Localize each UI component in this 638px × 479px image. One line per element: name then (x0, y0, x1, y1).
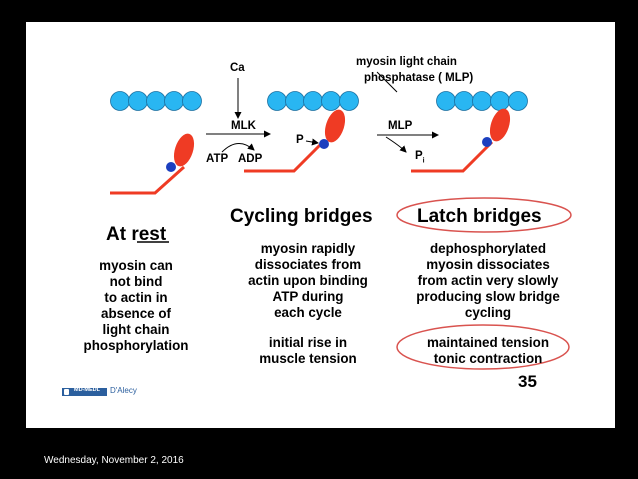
actin-chain-cycling (267, 91, 359, 111)
slide (26, 22, 615, 428)
p-pointer-arrow (305, 138, 319, 146)
latch-tension: maintained tension tonic contraction (406, 335, 570, 367)
slide-number: 35 (518, 372, 537, 391)
actin-bead (303, 91, 323, 111)
latch-line: producing slow bridge (416, 289, 560, 304)
actin-bead (454, 91, 474, 111)
cycling-title: Cycling bridges (230, 206, 373, 227)
logo (62, 388, 107, 396)
rest-line: phosphorylation (83, 338, 189, 353)
actin-chain-rest (110, 91, 202, 111)
cycling-description: myosin rapidly dissociates from actin up… (228, 241, 388, 321)
actin-bead (146, 91, 166, 111)
mlp-name-line2: phosphatase ( MLP) (364, 72, 474, 84)
cycling-line: initial rise in (268, 335, 348, 350)
actin-bead (321, 91, 341, 111)
rest-line: not bind (109, 274, 163, 289)
latch-description: dephosphorylated myosin dissociates from… (406, 241, 570, 321)
cycling-line: muscle tension (259, 351, 357, 366)
actin-bead (472, 91, 492, 111)
phosphate-site (166, 162, 176, 172)
actin-bead (508, 91, 528, 111)
logo-mark-icon (64, 389, 69, 395)
pi-release-arrow (385, 136, 407, 153)
mlp-pointer-line (376, 71, 398, 93)
latch-tension-ellipse (396, 324, 570, 370)
myosin-head (489, 108, 511, 142)
rest-line: light chain (102, 322, 170, 337)
rest-title: At rest (106, 224, 167, 245)
cycling-line: dissociates from (254, 257, 362, 272)
rest-line: to actin in (104, 290, 168, 305)
mlk-label: MLK (231, 120, 256, 132)
atp-adp-arrow (221, 143, 255, 153)
latch-line: from actin very slowly (417, 273, 559, 288)
myosin-latch (411, 108, 511, 173)
latch-title: Latch bridges (417, 206, 542, 227)
myosin-head (173, 133, 195, 167)
phosphate-site (319, 139, 329, 149)
adp-label: ADP (238, 153, 263, 165)
actin-bead (339, 91, 359, 111)
myosin-head (324, 109, 346, 143)
actin-chain-latch (436, 91, 528, 111)
rest-line: myosin can (99, 258, 173, 273)
latch-line: myosin dissociates (426, 257, 550, 272)
mlp-label: MLP (388, 120, 413, 132)
actin-bead (436, 91, 456, 111)
myosin-cycling (244, 109, 346, 173)
actin-bead (128, 91, 148, 111)
cycling-line: each cycle (274, 305, 342, 320)
p-label: P (296, 134, 304, 146)
cycling-tension: initial rise in muscle tension (228, 335, 388, 367)
latch-line: dephosphorylated (429, 241, 547, 256)
myosin-rest (110, 133, 195, 195)
footer-date: Wednesday, November 2, 2016 (44, 455, 184, 466)
atp-label: ATP (206, 153, 229, 165)
actin-bead (164, 91, 184, 111)
logo-text: MD-MEDL (74, 387, 100, 393)
mlp-name-line1: myosin light chain (356, 56, 457, 68)
credit-text: D'Alecy (110, 386, 137, 395)
actin-bead (182, 91, 202, 111)
cycling-line: myosin rapidly (260, 241, 356, 256)
actin-bead (285, 91, 305, 111)
latch-line: maintained tension (426, 335, 550, 350)
ca-label: Ca (230, 62, 245, 74)
latch-line: cycling (464, 305, 512, 320)
actin-bead (110, 91, 130, 111)
cycling-line: ATP during (272, 289, 344, 304)
latch-line: tonic contraction (433, 351, 543, 366)
latch-title-ellipse (396, 197, 572, 233)
actin-bead (490, 91, 510, 111)
cycling-line: actin upon binding (248, 273, 368, 288)
actin-bead (267, 91, 287, 111)
rest-description: myosin can not bind to actin in absence … (66, 258, 206, 354)
pi-label: Pi (415, 150, 425, 165)
phosphate-site (482, 137, 492, 147)
rest-line: absence of (101, 306, 171, 321)
